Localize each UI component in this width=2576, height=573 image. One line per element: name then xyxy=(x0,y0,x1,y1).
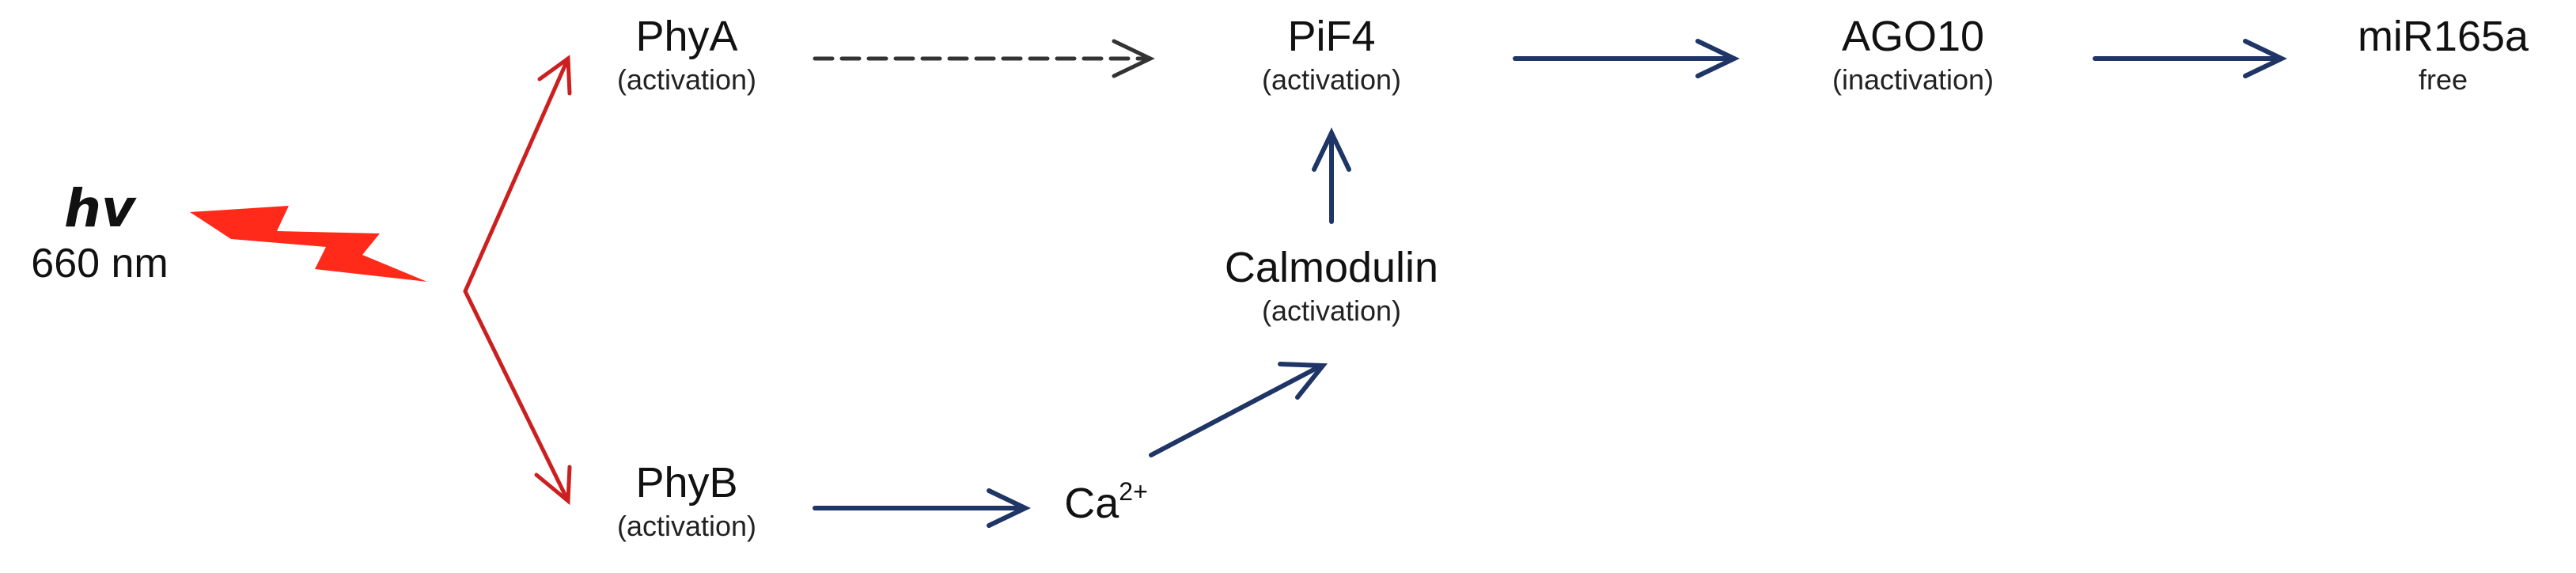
node-ago10: AGO10 (inactivation) xyxy=(1832,11,1994,98)
pif4-state: (activation) xyxy=(1261,63,1402,96)
red-branch-arrows xyxy=(463,55,572,506)
node-pif4: PiF4 (activation) xyxy=(1262,11,1401,98)
calcium-to-calmodulin-arrow xyxy=(1149,362,1328,457)
pif4-to-ago10-arrow xyxy=(1513,39,1740,78)
node-phya: PhyA (activation) xyxy=(617,11,756,98)
ago10-label: AGO10 xyxy=(1841,13,1985,60)
phyb-state: (activation) xyxy=(616,510,757,542)
light-to-phyb-arrow xyxy=(463,289,570,503)
wavelength-label: 660 nm xyxy=(31,241,169,286)
light-to-phya-arrow xyxy=(463,56,570,294)
calmodulin-to-pif4-arrow xyxy=(1312,127,1351,224)
calcium-base: Ca xyxy=(1064,480,1119,527)
hv-symbol: hv xyxy=(63,178,136,239)
phya-to-pif4-dashed-arrow xyxy=(813,39,1155,78)
phyb-to-calcium-arrow xyxy=(813,488,1031,528)
mir165a-label: miR165a xyxy=(2357,13,2529,60)
phyb-label: PhyB xyxy=(635,459,738,507)
node-phyb: PhyB (activation) xyxy=(617,457,756,545)
calmodulin-label: Calmodulin xyxy=(1224,244,1439,291)
calcium-label: Ca2+ xyxy=(1064,478,1148,529)
pif4-label: PiF4 xyxy=(1287,13,1376,60)
node-calcium: Ca2+ xyxy=(1064,478,1148,529)
ago10-to-mir165a-arrow xyxy=(2093,39,2287,78)
navy-arrows xyxy=(813,39,2287,528)
node-calmodulin: Calmodulin (activation) xyxy=(1225,242,1438,329)
phya-label: PhyA xyxy=(635,13,738,60)
light-source: hv 660 nm xyxy=(31,179,168,288)
phya-state: (activation) xyxy=(616,63,757,96)
calmodulin-state: (activation) xyxy=(1261,294,1402,327)
ago10-state: (inactivation) xyxy=(1832,63,1995,96)
arrowhead-phya xyxy=(537,55,572,96)
mir165a-state: free xyxy=(2418,63,2468,96)
lightning-bolt-icon xyxy=(190,206,427,282)
calcium-charge: 2+ xyxy=(1119,477,1148,506)
arrowhead-phyb xyxy=(534,465,572,506)
node-mir165a: miR165a free xyxy=(2358,11,2529,98)
